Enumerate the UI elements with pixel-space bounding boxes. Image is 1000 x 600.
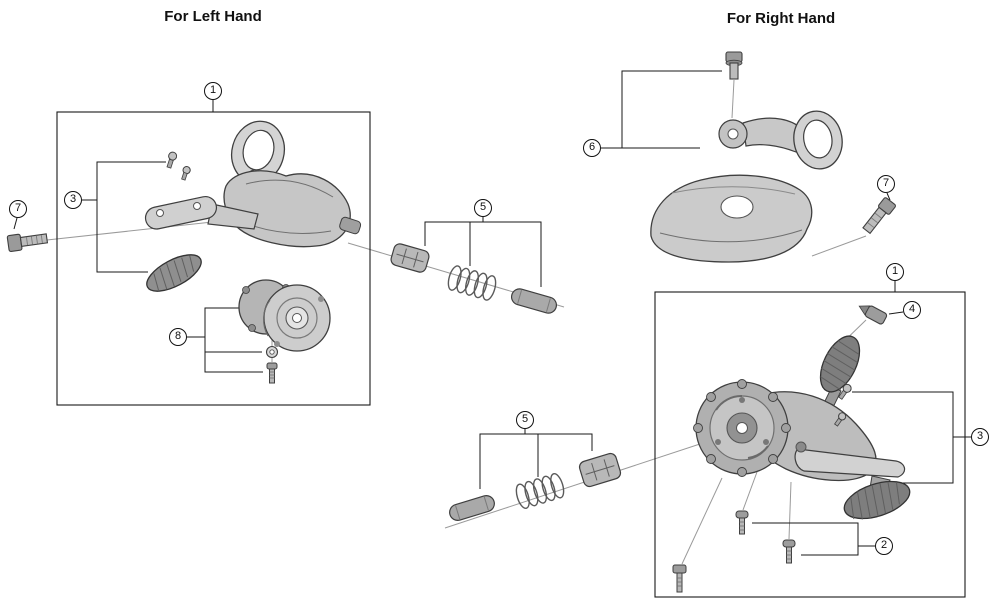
callout-right-4: 4 <box>903 301 921 319</box>
right-clamp-arm <box>718 110 843 170</box>
right-body-bolt <box>672 564 687 593</box>
callout-right-7: 7 <box>877 175 895 193</box>
callout-leader-lines <box>13 70 971 556</box>
right-end-plug <box>858 305 888 325</box>
left-takeup-disc-assembly <box>238 279 331 352</box>
right-lever-fixing-screw-1 <box>838 383 852 400</box>
left-lever-fixing-screw-1 <box>166 151 178 169</box>
right-release-paddle <box>843 480 911 520</box>
right-cable-fixing-unit <box>578 452 622 488</box>
right-fixing-bolt-a <box>735 510 749 535</box>
left-diagram-title: For Left Hand <box>164 8 262 25</box>
left-cable-fixing-unit <box>390 243 430 273</box>
right-return-spring <box>515 472 565 510</box>
left-disc-fixing-bolt <box>266 362 278 384</box>
left-unit-callout-box <box>56 111 371 406</box>
right-hand-assembly <box>449 51 911 593</box>
left-shifter-body <box>223 170 362 248</box>
right-upper-cover <box>650 174 813 263</box>
left-shift-lever <box>144 195 259 230</box>
callout-left-1: 1 <box>204 82 222 100</box>
callout-right-6: 6 <box>583 139 601 157</box>
callout-right-5: 5 <box>516 411 534 429</box>
callout-left-8: 8 <box>169 328 187 346</box>
left-lever-paddle <box>146 254 202 292</box>
right-thumb-paddle <box>819 335 861 393</box>
left-clamp-band <box>230 120 286 184</box>
right-lever-fixing-screw-2 <box>834 412 847 427</box>
left-return-spring <box>447 265 497 301</box>
callout-left-3: 3 <box>64 191 82 209</box>
right-clamp-bolt-top <box>725 51 743 80</box>
left-clamp-bolt <box>6 233 49 252</box>
left-hand-assembly <box>6 120 558 384</box>
callout-right-2: 2 <box>875 537 893 555</box>
right-lever-pivot <box>795 441 807 453</box>
right-fixing-bolt-b <box>782 539 796 564</box>
callout-left-5: 5 <box>474 199 492 217</box>
callout-right-1: 1 <box>886 263 904 281</box>
right-cover-bolt <box>862 197 896 235</box>
right-diagram-title: For Right Hand <box>726 10 836 27</box>
left-lever-fixing-screw-2 <box>181 165 191 181</box>
callout-right-3: 3 <box>971 428 989 446</box>
left-cable-boot-barrel <box>510 288 558 314</box>
left-washer <box>265 345 279 359</box>
right-unit-callout-box <box>654 291 966 598</box>
left-cable-outlet-stub <box>339 216 362 235</box>
right-cable-boot-barrel <box>449 495 495 521</box>
right-gear-plate <box>693 379 791 477</box>
callout-left-7: 7 <box>9 200 27 218</box>
